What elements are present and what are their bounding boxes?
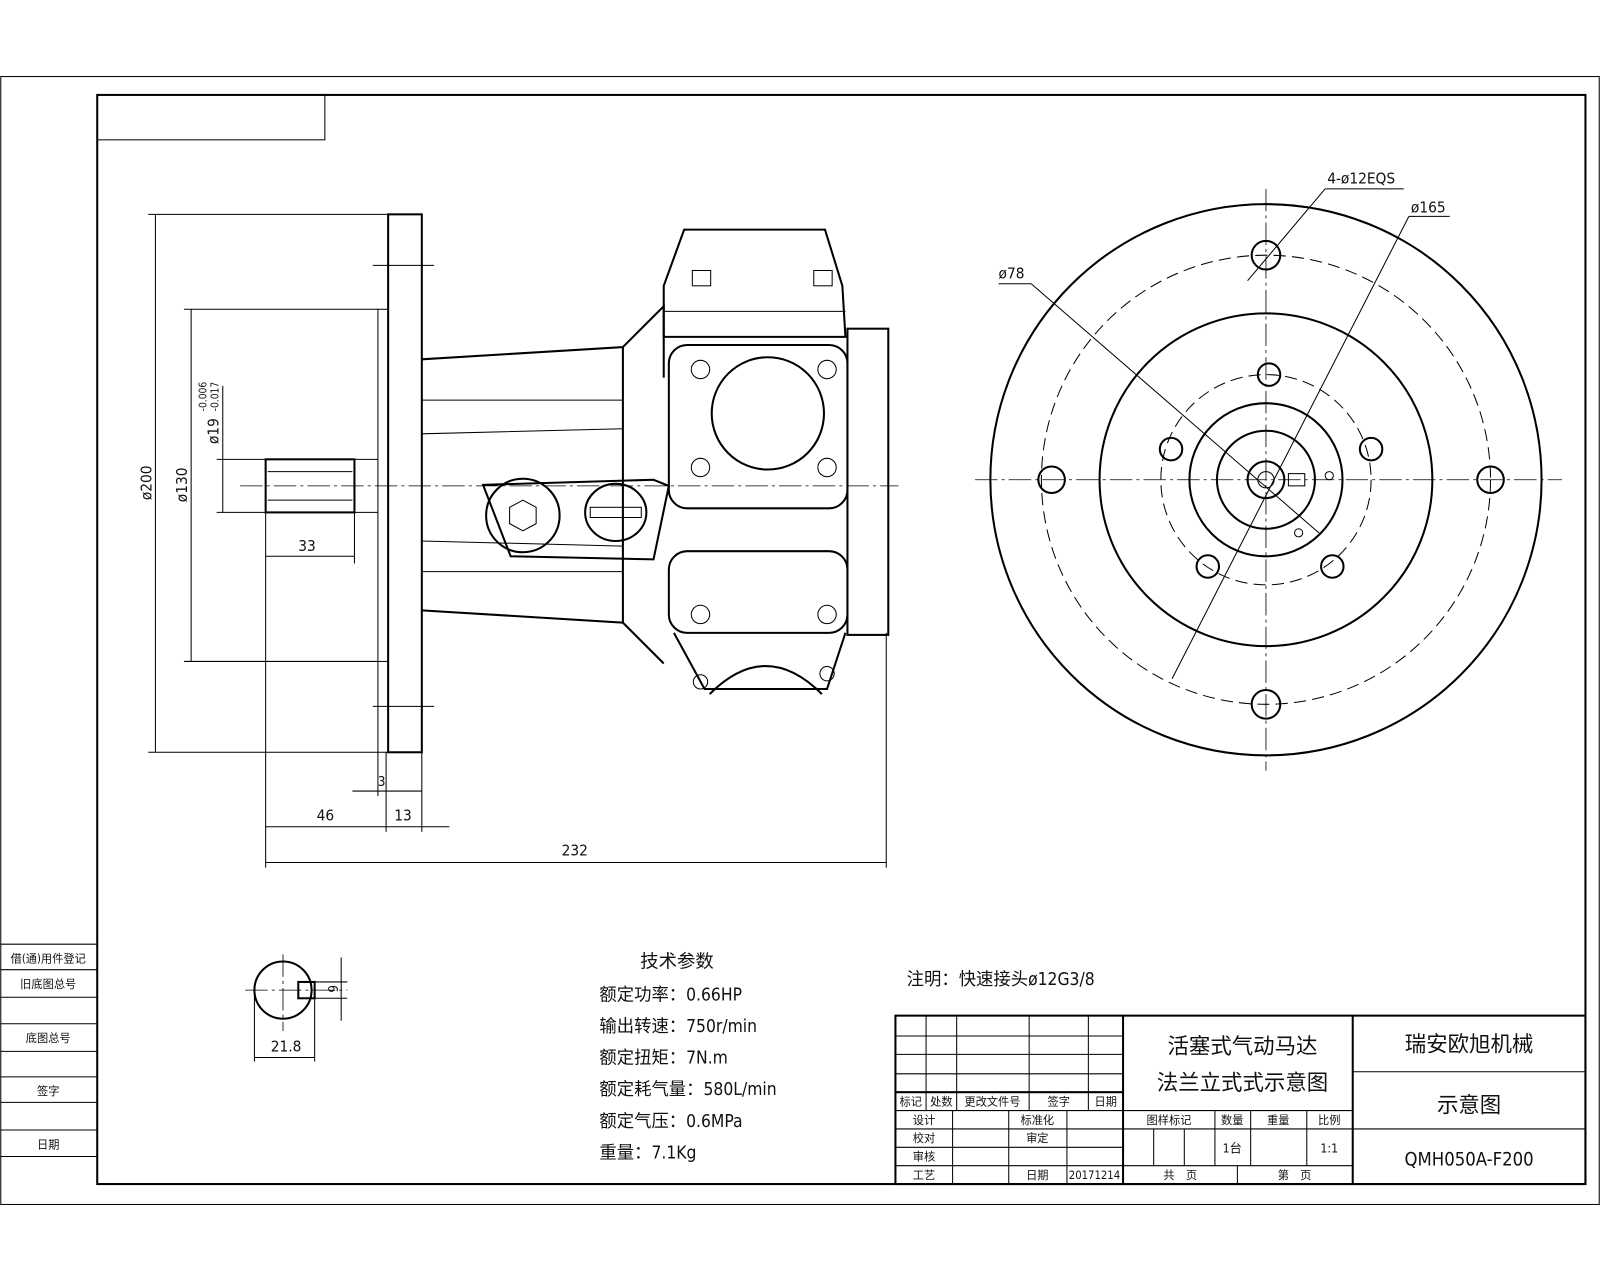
rev-header: 标记 — [900, 1095, 922, 1108]
tech-param: 额定功率：0.66HP — [599, 985, 742, 1005]
tech-params: 技术参数 额定功率：0.66HP 输出转速：750r/min 额定扭矩：7N.m… — [599, 952, 776, 1164]
side-view-dimensions: ø200 ø130 ø19 -0.006 -0.017 33 3 46 13 2… — [137, 213, 887, 868]
output-shaft — [264, 458, 356, 514]
rev-header: 处数 — [930, 1095, 952, 1108]
dim-3: 3 — [378, 775, 386, 790]
spigot — [377, 308, 389, 662]
stage-mark-label: 图样标记 — [1147, 1113, 1192, 1127]
tech-param: 额定耗气量：580L/min — [599, 1080, 776, 1100]
side-label: 旧底图总号 — [20, 977, 76, 991]
outer-border — [0, 76, 1600, 1205]
scale-value: 1:1 — [1320, 1141, 1338, 1155]
dim-shaft-length: 33 — [298, 537, 316, 555]
drawing-title: 法兰立式式示意图 — [1157, 1071, 1328, 1096]
dim-key-depth: 21.8 — [271, 1037, 302, 1055]
note: 注明：快速接头ø12G3/8 — [907, 970, 1095, 990]
dim-phi130: ø130 — [173, 468, 191, 503]
dim-phi19-tol-upper: -0.006 — [198, 382, 209, 412]
date-value: 20171214 — [1069, 1169, 1120, 1182]
model-number: QMH050A-F200 — [1405, 1150, 1534, 1171]
side-label: 借(通)用件登记 — [11, 952, 86, 966]
dim-13: 13 — [394, 807, 412, 825]
check-label: 校对 — [913, 1131, 935, 1145]
key-section: 6 21.8 — [245, 954, 348, 1062]
process-label: 工艺 — [913, 1169, 935, 1182]
title-block: 标记 处数 更改文件号 签字 日期 设计 标准化 校对 审定 审核 工艺 日期 … — [894, 1014, 1587, 1186]
side-label: 签字 — [37, 1084, 59, 1098]
rev-header: 签字 — [1048, 1094, 1070, 1108]
tech-params-title: 技术参数 — [640, 952, 713, 973]
qty-value: 1台 — [1223, 1140, 1242, 1155]
design-label: 设计 — [913, 1114, 935, 1127]
side-view — [240, 213, 899, 754]
manifold — [846, 327, 890, 636]
total-sheets: 共 页 — [1163, 1169, 1197, 1182]
side-label: 日期 — [37, 1138, 59, 1151]
weight-label: 重量 — [1267, 1113, 1289, 1127]
flange — [387, 213, 423, 754]
rev-header: 更改文件号 — [964, 1094, 1020, 1108]
dim-total-length: 232 — [562, 841, 588, 859]
qty-label: 数量 — [1221, 1114, 1243, 1127]
audit-label: 审核 — [913, 1150, 935, 1164]
dim-phi200: ø200 — [137, 465, 155, 500]
dim-phi78: ø78 — [999, 265, 1025, 283]
sheet-number: 第 页 — [1278, 1168, 1312, 1182]
front-view: 4-ø12EQS ø165 ø78 — [975, 170, 1562, 771]
dim-phi165: ø165 — [1411, 198, 1446, 216]
dim-phi19-tol-lower: -0.017 — [211, 382, 222, 412]
dim-phi19: ø19 — [205, 418, 223, 444]
tech-param: 额定扭矩：7N.m — [599, 1049, 727, 1069]
standardize-label: 标准化 — [1020, 1113, 1054, 1127]
tech-param: 额定气压：0.6MPa — [599, 1112, 742, 1132]
dim-key-width: 6 — [324, 985, 339, 993]
product-name: 活塞式气动马达 — [1168, 1034, 1318, 1059]
inner-frame — [96, 93, 1587, 1186]
date-label: 日期 — [1026, 1169, 1048, 1182]
tech-param: 重量：7.1Kg — [599, 1144, 696, 1164]
dim-46: 46 — [317, 807, 335, 825]
company-name: 瑞安欧旭机械 — [1405, 1032, 1534, 1057]
scale-label: 比例 — [1318, 1113, 1340, 1127]
dim-holes: 4-ø12EQS — [1327, 170, 1395, 188]
corner-box — [96, 94, 326, 141]
rev-header: 日期 — [1094, 1095, 1116, 1108]
tech-param: 输出转速：750r/min — [599, 1017, 757, 1037]
drawing-type: 示意图 — [1437, 1094, 1501, 1119]
side-label: 底图总号 — [26, 1031, 71, 1045]
review-label: 审定 — [1026, 1131, 1048, 1145]
side-panel: 借(通)用件登记 旧底图总号 底图总号 签字 日期 — [0, 943, 98, 1158]
